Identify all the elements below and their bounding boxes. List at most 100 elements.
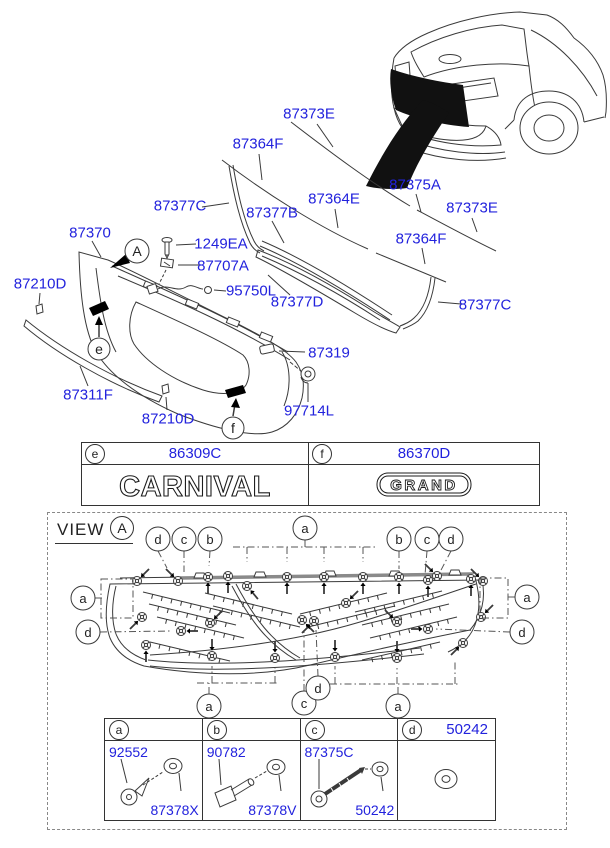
fastener-symbol [392,641,402,663]
part-label-1249EA: 1249EA [194,235,248,253]
callout-d: d [438,526,464,552]
fastener-cell-c: c 87375C 50242 [299,719,398,820]
part-number-90782: 90782 [206,744,246,760]
part-label-87364F-upper: 87364F [232,135,284,153]
fastener-symbol [270,641,280,663]
view-a-callout-leaders [95,540,515,694]
svg-text:CARNIVAL: CARNIVAL [119,471,271,503]
fastener-cell-b: b 90782 87378V [201,719,300,820]
fastener-symbol [129,612,147,630]
svg-text:d: d [518,625,525,640]
ref-circle-A: A [124,238,150,264]
fastener-symbol [301,616,319,634]
callout-d: d [75,619,101,645]
callout-c: c [171,526,197,552]
callout-d: d [509,619,535,645]
fastener-symbol [358,572,368,594]
svg-text:A: A [132,243,142,259]
part-number-87378X: 87378X [150,802,199,818]
svg-text:a: a [523,590,531,605]
car-illustration [366,11,607,190]
part-label-87373E-right: 87373E [446,199,498,217]
callout-a: a [292,515,318,541]
svg-text:c: c [424,532,431,547]
fastener-symbol [205,610,223,628]
view-a-fasteners [129,563,494,663]
part-label-97714L: 97714L [283,402,335,420]
part-number-86309C: 86309C [168,445,222,462]
ref-circle-f: f [221,416,245,440]
svg-text:e: e [95,341,103,357]
view-a-title: VIEW [57,520,105,539]
svg-text:a: a [394,699,402,714]
fastener-table: a 92552 87378X b [104,718,496,821]
part-label-87210D-left: 87210D [13,275,67,293]
fastener-symbol [470,568,488,586]
fastener-symbol [394,572,404,594]
part-label-87210D-lower: 87210D [141,410,195,428]
fastener-symbol [223,571,233,593]
fastener-symbol [176,626,198,636]
part-label-87370: 87370 [69,224,111,242]
part-label-87377D: 87377D [270,293,324,311]
part-number-50242: 50242 [355,802,395,818]
ref-circle-b: b [206,719,227,740]
emblem-cell-carnival: e 86309C CARNIVAL [82,443,309,505]
svg-text:d: d [154,532,161,547]
part-number-87378V: 87378V [248,802,297,818]
fastener-symbol [242,581,259,600]
ref-circle-e: e [85,443,105,464]
moulding-strips [23,164,436,403]
hardware-icons [35,237,316,395]
part-label-87377C-right: 87377C [458,296,512,314]
svg-text:d: d [447,532,454,547]
part-label-87364F-lower: 87364F [395,230,447,248]
part-label-87364E: 87364E [308,190,360,208]
fastener-cell-a: a 92552 87378X [105,719,202,820]
fastener-symbol [424,563,442,581]
svg-text:a: a [301,521,309,536]
part-label-87319: 87319 [308,344,350,362]
part-label-87311F: 87311F [63,386,113,404]
view-a-ref-circle: A [110,516,134,540]
svg-text:b: b [395,532,402,547]
ref-circle-c: c [304,719,325,740]
view-a-drawing [105,569,484,675]
ref-circle-d: d [402,719,423,740]
ref-circle-e: e [87,337,111,361]
part-label-87375A: 87375A [389,176,441,194]
callout-a: a [196,693,222,719]
svg-text:f: f [231,420,235,436]
tailgate-garnish-87370 [78,251,304,435]
part-number-86370D: 86370D [397,445,451,462]
ref-circle-f: f [312,443,332,464]
svg-text:GRAND: GRAND [390,477,458,494]
grand-emblem: GRAND [376,472,472,497]
fastener-symbol [203,572,213,594]
fastener-symbol [141,640,151,662]
part-number-92552: 92552 [109,744,148,760]
ref-circle-a: a [109,719,129,740]
part-label-95750L: 95750L [225,282,277,300]
callout-a: a [514,584,540,610]
callout-c: c [414,526,440,552]
carnival-emblem: CARNIVAL [119,470,271,503]
screw-and-washer-icon [310,759,388,808]
svg-text:a: a [205,699,213,714]
fastener-symbol [384,609,402,627]
svg-text:d: d [314,681,321,696]
bolt-and-grommet-icon [214,758,286,808]
callout-b: b [197,526,223,552]
fastener-symbol [132,568,150,586]
fastener-symbol [466,574,476,596]
emblem-table: e 86309C CARNIVAL f 86370D GRAND [81,442,540,506]
label-leader-lines [38,123,478,411]
fastener-symbol [341,590,359,608]
svg-text:a: a [79,591,87,606]
callout-b: b [386,526,412,552]
callout-d: d [145,526,171,552]
callout-d: d [305,675,331,701]
